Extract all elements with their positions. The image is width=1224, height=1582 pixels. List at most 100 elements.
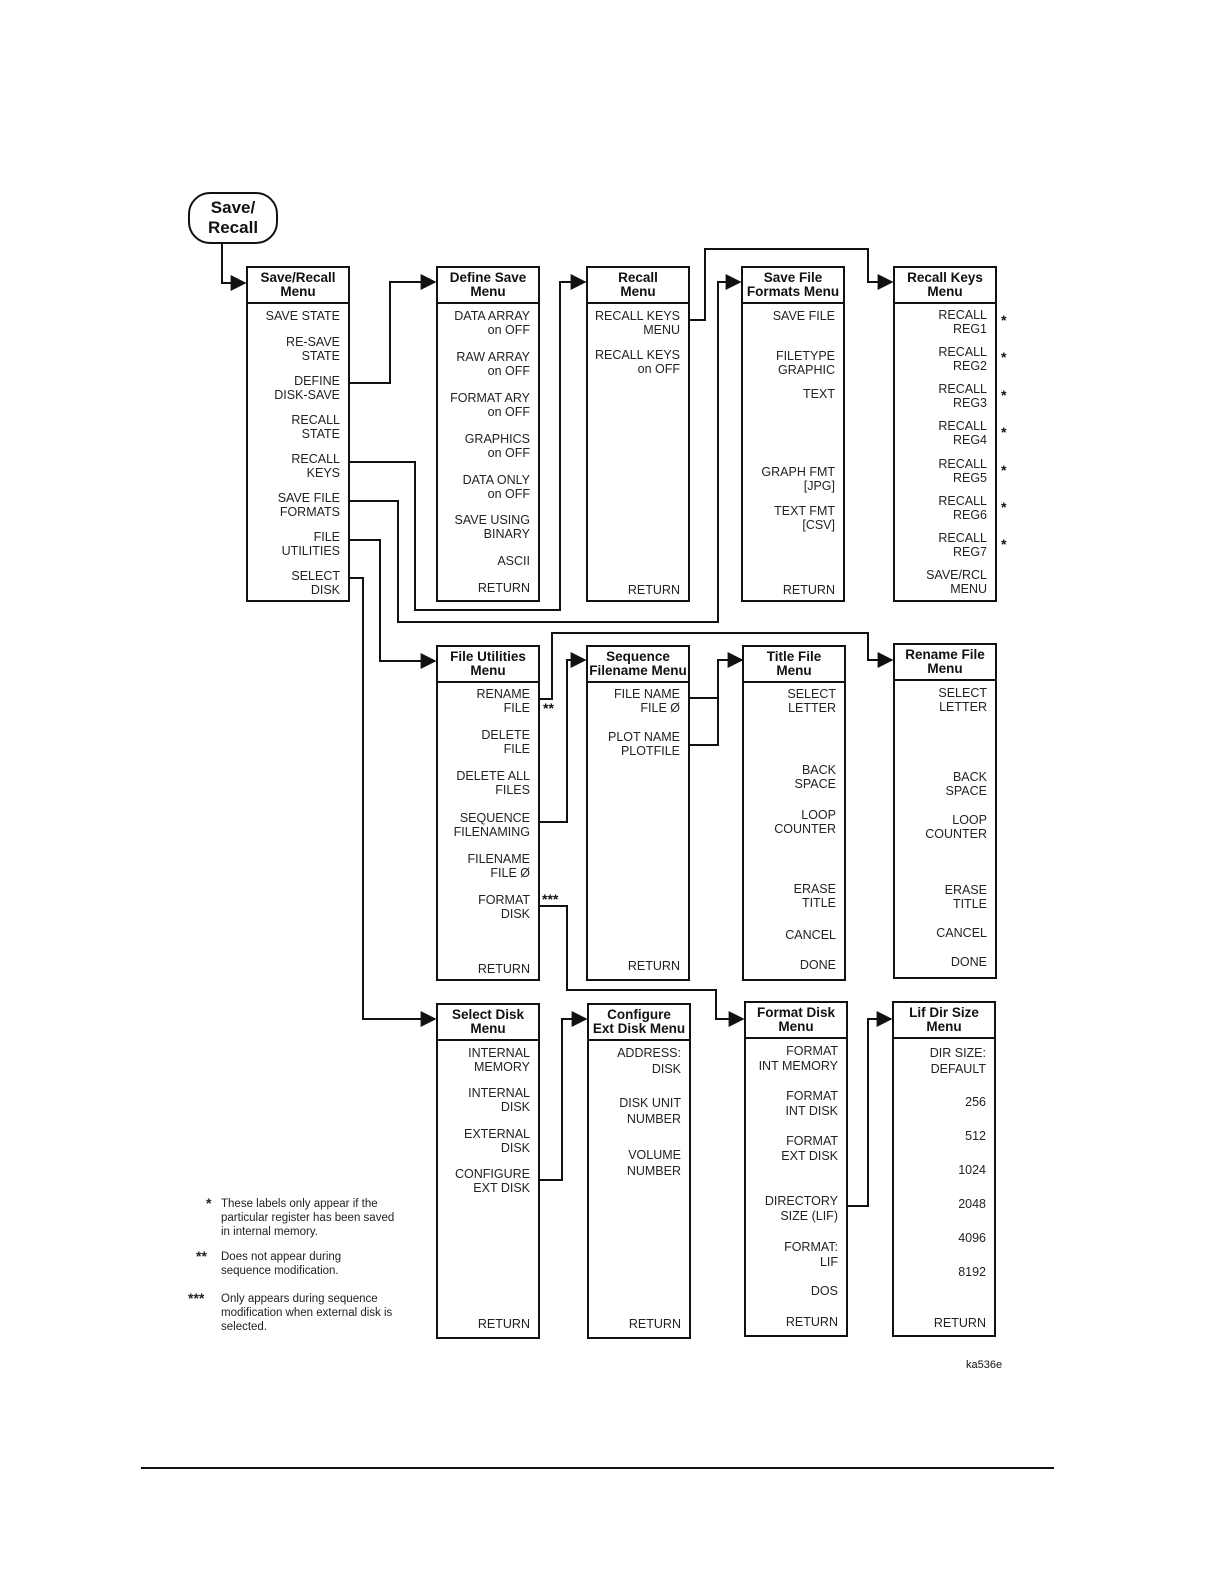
figure-id: ka536e — [966, 1359, 1003, 1371]
softkey-return[interactable]: RETURN — [477, 581, 530, 595]
footnote-marker: *** — [188, 1290, 205, 1306]
softkey-return[interactable]: RETURN — [933, 1316, 986, 1330]
softkey-dos[interactable]: DOS — [810, 1284, 838, 1298]
softkey-return[interactable]: RETURN — [628, 1317, 681, 1331]
softkey-text[interactable]: TEXT — [803, 387, 835, 401]
softkey-size-2048[interactable]: 2048 — [958, 1197, 986, 1211]
softkey-size-256[interactable]: 256 — [965, 1095, 986, 1109]
softkey-cancel[interactable]: CANCEL — [785, 928, 836, 942]
softkey-format-type[interactable]: FORMAT:LIF — [784, 1240, 838, 1269]
sequence-note-marker: ** — [543, 700, 554, 716]
softkey-return[interactable]: RETURN — [627, 583, 680, 597]
softkey-return[interactable]: RETURN — [627, 959, 680, 973]
hardkey-label-line2: Recall — [207, 218, 259, 237]
footnote: ** Does not appear during sequence modif… — [196, 1249, 381, 1278]
softkey-size-8192[interactable]: 8192 — [958, 1265, 986, 1279]
softkey-size-1024[interactable]: 1024 — [958, 1163, 986, 1177]
softkey-done[interactable]: DONE — [950, 955, 987, 969]
softkey-text-fmt[interactable]: TEXT FMT[CSV] — [774, 504, 835, 532]
softkey-save-file[interactable]: SAVE FILE — [772, 309, 835, 323]
save-recall-hardkey[interactable]: Save/ Recall — [188, 192, 278, 244]
softkey-return[interactable]: RETURN — [477, 962, 530, 976]
softkey-save-state[interactable]: SAVE STATE — [265, 309, 340, 323]
softkey-dir-size[interactable]: DIR SIZE:DEFAULT — [929, 1046, 986, 1076]
softkey-return[interactable]: RETURN — [785, 1315, 838, 1329]
softkey-address-disk[interactable]: ADDRESS:DISK — [617, 1046, 681, 1076]
softkey-return[interactable]: RETURN — [782, 583, 835, 597]
register-note-marker: * — [1001, 536, 1007, 552]
softkey-return[interactable]: RETURN — [477, 1317, 530, 1331]
softkey-size-4096[interactable]: 4096 — [958, 1231, 986, 1245]
softkey-cancel[interactable]: CANCEL — [936, 926, 987, 940]
softkey-ascii[interactable]: ASCII — [497, 554, 530, 568]
softkey-done[interactable]: DONE — [799, 958, 836, 972]
softkey-graph-fmt[interactable]: GRAPH FMT[JPG] — [761, 465, 835, 493]
register-note-marker: * — [1001, 424, 1007, 440]
softkey-size-512[interactable]: 512 — [965, 1129, 986, 1143]
